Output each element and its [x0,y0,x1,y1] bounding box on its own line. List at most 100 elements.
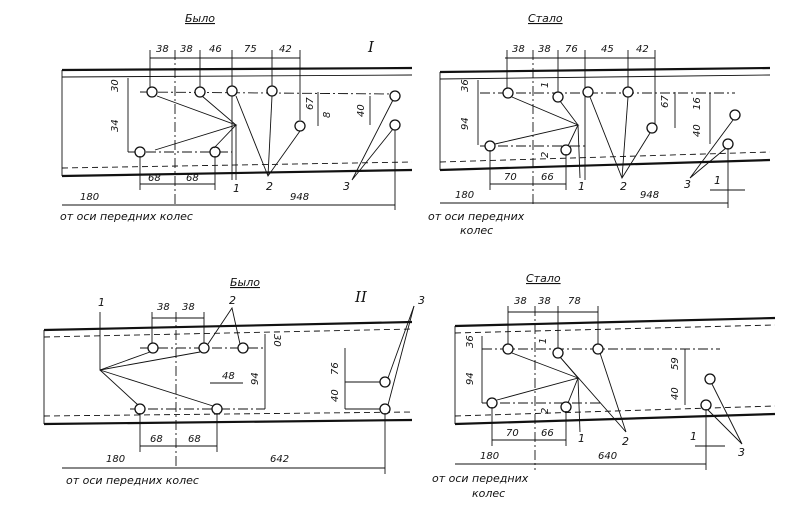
leader-1 [154,95,238,151]
leader-2 [207,306,241,345]
beam-inner-top [454,324,776,334]
beam-top-edge [454,316,776,328]
callout-label: 3 [418,294,425,307]
hole [266,85,278,97]
leader-3 [351,99,394,181]
hole [560,401,572,413]
leader-1 [201,95,237,149]
hole [486,397,498,409]
dim-label: 68 [150,434,163,445]
hole [146,86,158,98]
beam-inner-bottom [454,405,776,417]
callout-label: 2 [622,435,629,448]
view-title: Стало [528,12,563,25]
hole [722,138,734,150]
callout-label: 3 [684,178,691,191]
dim-label: 40 [692,124,703,137]
leader-1 [99,351,201,371]
beam-top-edge [43,320,413,332]
hole [379,403,391,415]
beam-bottom-edge [439,158,771,172]
dim-label: 38 [156,44,169,55]
leader-1 [99,369,214,407]
hole [622,86,634,98]
axis-note: от оси передних [428,210,525,223]
leader-1 [99,369,139,406]
dim-label: 67 [305,97,316,110]
hole [502,343,514,355]
dim-label: 180 [455,190,474,201]
leader-1 [577,377,581,433]
dim-label: 68 [186,173,199,184]
leader-1 [494,96,580,145]
dim-label: 8 [322,112,333,118]
dim-label: 948 [640,190,659,201]
dim-label: 70 [504,172,517,183]
callout-label: 1 [578,432,585,445]
dim-label: 70 [506,428,519,439]
dim-label: 66 [541,172,554,183]
leader-3 [689,119,734,179]
hole [226,85,238,97]
dim-label: 46 [209,44,222,55]
dim-label: 38 [538,44,551,55]
hole [592,343,604,355]
hole [552,91,564,103]
dim-label: 34 [110,119,121,132]
hole [700,399,712,411]
dim-label: 38 [182,302,195,313]
view-title: Стало [526,272,561,285]
beam-inner-bottom [61,161,413,169]
leader-3 [387,305,415,379]
beam-inner-top [43,328,413,338]
dim-label: 76 [330,362,341,375]
dim-label: 2 [540,408,551,414]
dim-label: 66 [541,428,554,439]
dim-label: 94 [250,372,261,385]
dim-label: 36 [460,79,471,92]
view-top-after: Стало 38 38 76 45 42 36 94 1 2 67 [428,12,771,237]
axis-note: колес [472,487,505,500]
callout-label: 1 [233,182,240,195]
hole [484,140,496,152]
dim-label: 42 [636,44,649,55]
leader-2 [559,352,627,433]
dim-label: 76 [565,44,578,55]
view-bottom-before: Было II 38 38 30 94 48 76 40 [43,276,425,487]
hole [147,342,159,354]
dim-label: 40 [670,387,681,400]
section-numeral: II [354,288,368,306]
dim-label: 1 [538,338,549,344]
dim-label: 59 [670,357,681,370]
hole [389,119,401,131]
hole [502,87,514,99]
leader-1 [496,352,580,401]
dim-label: 38 [512,44,525,55]
dim-label: 38 [514,296,527,307]
axis-note: от оси передних колес [60,210,193,223]
hole [134,146,146,158]
hole [552,347,564,359]
view-top-before: Было I 38 38 46 75 42 30 34 [60,12,413,223]
callout-label: 2 [266,180,273,193]
dim-label: 38 [538,296,551,307]
dim-label: 40 [330,389,341,402]
dim-label: 36 [465,335,476,348]
dim-label: 68 [148,173,161,184]
beam-top-edge [61,66,413,72]
callout-label: 3 [343,180,350,193]
callout-label: 2 [620,180,627,193]
axis-note: колес [460,224,493,237]
callout-label: 2 [229,294,236,307]
dim-label: 640 [598,451,617,462]
hole [134,403,146,415]
callout-label: 3 [738,446,745,459]
callout-label: 1 [690,430,697,443]
hole [646,122,658,134]
view-bottom-after: Стало 38 38 78 36 94 1 2 59 40 [432,272,776,500]
leader-2 [267,95,273,177]
dim-label: 38 [180,44,193,55]
hole [237,342,249,354]
beam-inner-bottom [43,411,413,417]
